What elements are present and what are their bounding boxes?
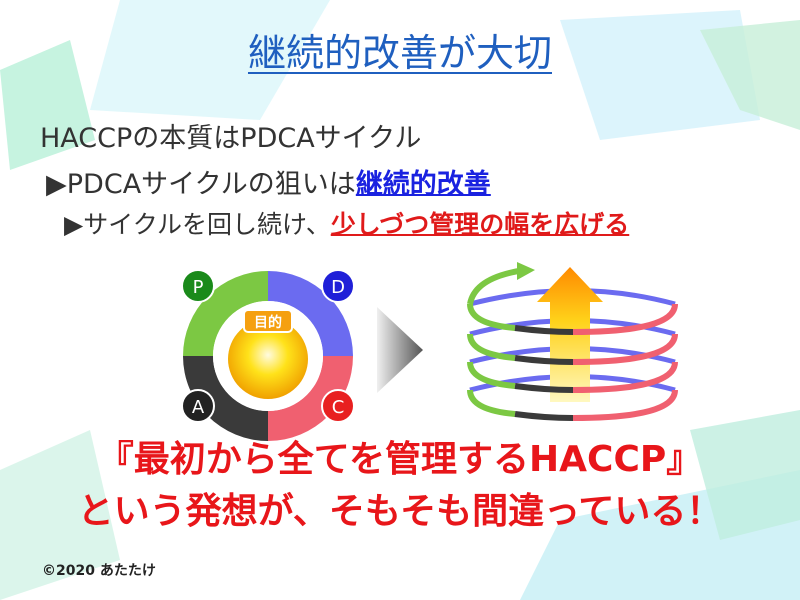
plan-badge [181,269,215,303]
check-letter: C [332,397,345,418]
line-pdca-aim: ▶PDCAサイクルの狙いは継続的改善 [46,169,491,200]
copyright-text: ©2020 あたたけ [42,563,156,579]
purpose-label-box [243,309,293,333]
emphasis-continuous-improvement: 継続的改善 [355,169,491,200]
do-badge [321,269,355,303]
purpose-label: 目的 [254,314,282,331]
act-badge [181,389,215,423]
spiral-improvement-diagram [467,262,678,421]
check-segment [268,356,353,441]
statement-line-1: 『最初から全てを管理するHACCP』 [97,439,703,480]
plan-segment [183,271,268,356]
line-haccp-essence: HACCPの本質はPDCAサイクル [40,123,422,154]
statement-line-2: という発想が、そもそも間違っている！ [77,491,723,532]
chevron-right-icon [377,307,423,393]
pdca-cycle-diagram: 目的 P D A C [181,269,355,441]
emphasis-expand-management: 少しづつ管理の幅を広げる [330,210,630,239]
act-letter: A [192,397,205,418]
do-letter: D [331,277,345,298]
slide-title: 継続的改善が大切 [247,31,552,75]
do-segment [268,271,353,356]
check-badge [321,389,355,423]
purpose-sun [228,319,308,399]
act-segment [183,356,268,441]
line-keep-cycling: ▶サイクルを回し続け、少しづつ管理の幅を広げる [64,210,630,239]
plan-letter: P [193,277,204,298]
